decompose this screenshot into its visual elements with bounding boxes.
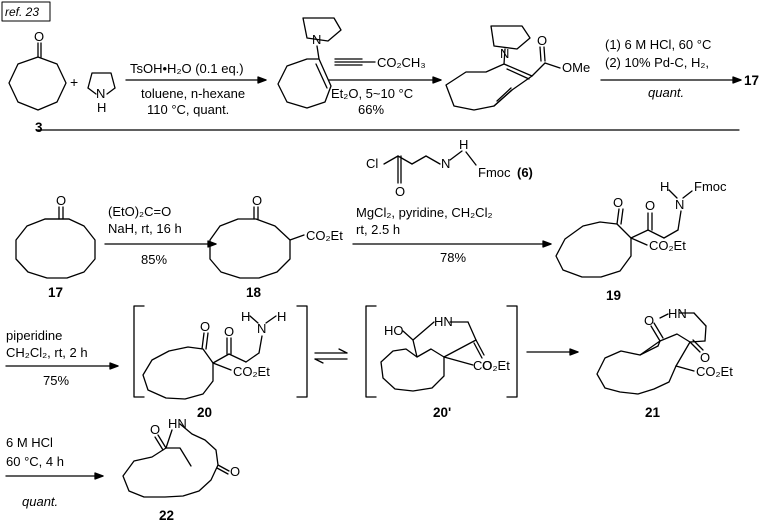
row2-step2-line1: MgCl₂, pyridine, CH₂Cl₂ <box>356 205 493 220</box>
hn-22: HN <box>168 416 187 431</box>
step3-line2: (2) 10% Pd-C, H₂, <box>605 55 709 70</box>
atom-h-pyrrolidine: H <box>97 100 106 115</box>
reaction-arrow-4 <box>104 240 217 248</box>
atom-o-ester: O <box>537 33 547 48</box>
co2et-20prime: CO₂Et <box>473 358 510 373</box>
co2et-21: CO₂Et <box>696 364 733 379</box>
reagent6-fmoc: Fmoc <box>478 165 511 180</box>
row3-step-line2: CH₂Cl₂, rt, 2 h <box>6 345 88 360</box>
step3-line1: (1) 6 M HCl, 60 °C <box>605 37 711 52</box>
macrolactam-22-structure <box>122 423 230 498</box>
row3-step-yield: 75% <box>43 373 69 388</box>
atom-o-20b: O <box>224 324 234 339</box>
reagent-6-structure <box>383 150 477 184</box>
row3-step-line1: piperidine <box>6 328 62 343</box>
row2-step2-yield: 78% <box>440 250 466 265</box>
atom-o-20a: O <box>200 319 210 334</box>
reaction-arrow-7 <box>526 348 579 356</box>
atom-h-20b: H <box>277 309 286 324</box>
row2-step1-line2: NaH, rt, 16 h <box>108 221 182 236</box>
reagent6-id: (6) <box>517 165 533 180</box>
keto-ester-18-structure <box>209 206 305 279</box>
row4-step-yield: quant. <box>22 494 58 509</box>
reagent6-cl: Cl <box>366 156 378 171</box>
atom-o-22a: O <box>150 422 160 437</box>
plus-sign: + <box>70 74 78 90</box>
enamine-structure <box>277 17 342 109</box>
atom-o-3: O <box>34 29 44 44</box>
atom-n-enamine: N <box>312 32 321 47</box>
ref-tag: ref. 23 <box>5 5 39 19</box>
reaction-arrow-5 <box>352 240 552 248</box>
reagent6-h: H <box>459 137 468 152</box>
amino-diketone-20-structure <box>142 315 277 400</box>
fmoc-19: Fmoc <box>694 179 727 194</box>
diketo-ester-19-structure <box>555 189 693 278</box>
row2-step1-line1: (EtO)₂C=O <box>108 204 171 219</box>
atom-o-22b: O <box>230 464 240 479</box>
atom-n-pyrrolidine: N <box>96 86 105 101</box>
atom-n-19: N <box>675 197 684 212</box>
atom-o-20prime: O <box>482 358 492 373</box>
co2et-20: CO₂Et <box>233 364 270 379</box>
row4-step-line1: 6 M HCl <box>6 435 53 450</box>
co2et-19: CO₂Et <box>649 238 686 253</box>
compound-18-label: 18 <box>246 285 262 300</box>
hn-21: HN <box>668 306 687 321</box>
step3-yield: quant. <box>648 85 684 100</box>
macrolactam-ester-21-structure <box>596 312 707 395</box>
reagent6-o: O <box>395 184 405 199</box>
hemiaminal-20prime-structure <box>380 321 485 392</box>
step2-reagent: CO₂CH₃ <box>377 55 426 70</box>
compound-17-label: 17 <box>48 285 63 300</box>
atom-h-19: H <box>660 179 669 194</box>
reaction-arrow-1 <box>125 76 267 84</box>
compound-20prime-label: 20' <box>433 405 451 420</box>
reagent6-n: N <box>441 156 450 171</box>
atom-n-20: N <box>257 321 266 336</box>
cyclooctanone-structure <box>8 42 67 111</box>
cyclodecanone-structure <box>15 206 96 279</box>
equilibrium-arrows <box>314 348 348 364</box>
diene-ester-structure <box>445 25 561 111</box>
atom-o-17: O <box>56 193 66 208</box>
reaction-arrow-6 <box>5 362 119 370</box>
row2-step2-line2: rt, 2.5 h <box>356 222 400 237</box>
compound-20-label: 20 <box>197 405 212 420</box>
compound-19-label: 19 <box>606 288 621 303</box>
atom-o-21b: O <box>700 350 710 365</box>
compound-22-label: 22 <box>159 508 174 523</box>
atom-o-19b: O <box>645 198 655 213</box>
ho-20prime: HO <box>384 323 404 338</box>
reaction-arrow-8 <box>5 472 104 480</box>
ome-label: OMe <box>562 60 590 75</box>
atom-h-20a: H <box>241 309 250 324</box>
reaction-arrow-3 <box>600 76 742 84</box>
pyrrolidine-structure <box>87 72 116 95</box>
step1-reagents: TsOH•H₂O (0.1 eq.) <box>130 61 244 76</box>
step1-conditions: 110 °C, quant. <box>147 102 229 117</box>
compound-21-label: 21 <box>645 405 661 420</box>
row2-step1-yield: 85% <box>141 252 167 267</box>
row4-step-line2: 60 °C, 4 h <box>6 454 64 469</box>
atom-o-21a: O <box>644 313 654 328</box>
compound-3-label: 3 <box>35 120 43 135</box>
compound-17-label-row1: 17 <box>744 73 759 88</box>
co2et-18: CO₂Et <box>306 228 343 243</box>
reaction-arrow-2 <box>328 58 442 84</box>
step2-yield: 66% <box>358 102 384 117</box>
hn-20prime: HN <box>434 314 453 329</box>
step1-solvent: toluene, n-hexane <box>141 86 245 101</box>
atom-o-19a: O <box>613 195 623 210</box>
step2-conditions: Et₂O, 5~10 °C <box>331 86 413 101</box>
atom-n-diene: N <box>500 46 509 61</box>
atom-o-18: O <box>252 193 262 208</box>
